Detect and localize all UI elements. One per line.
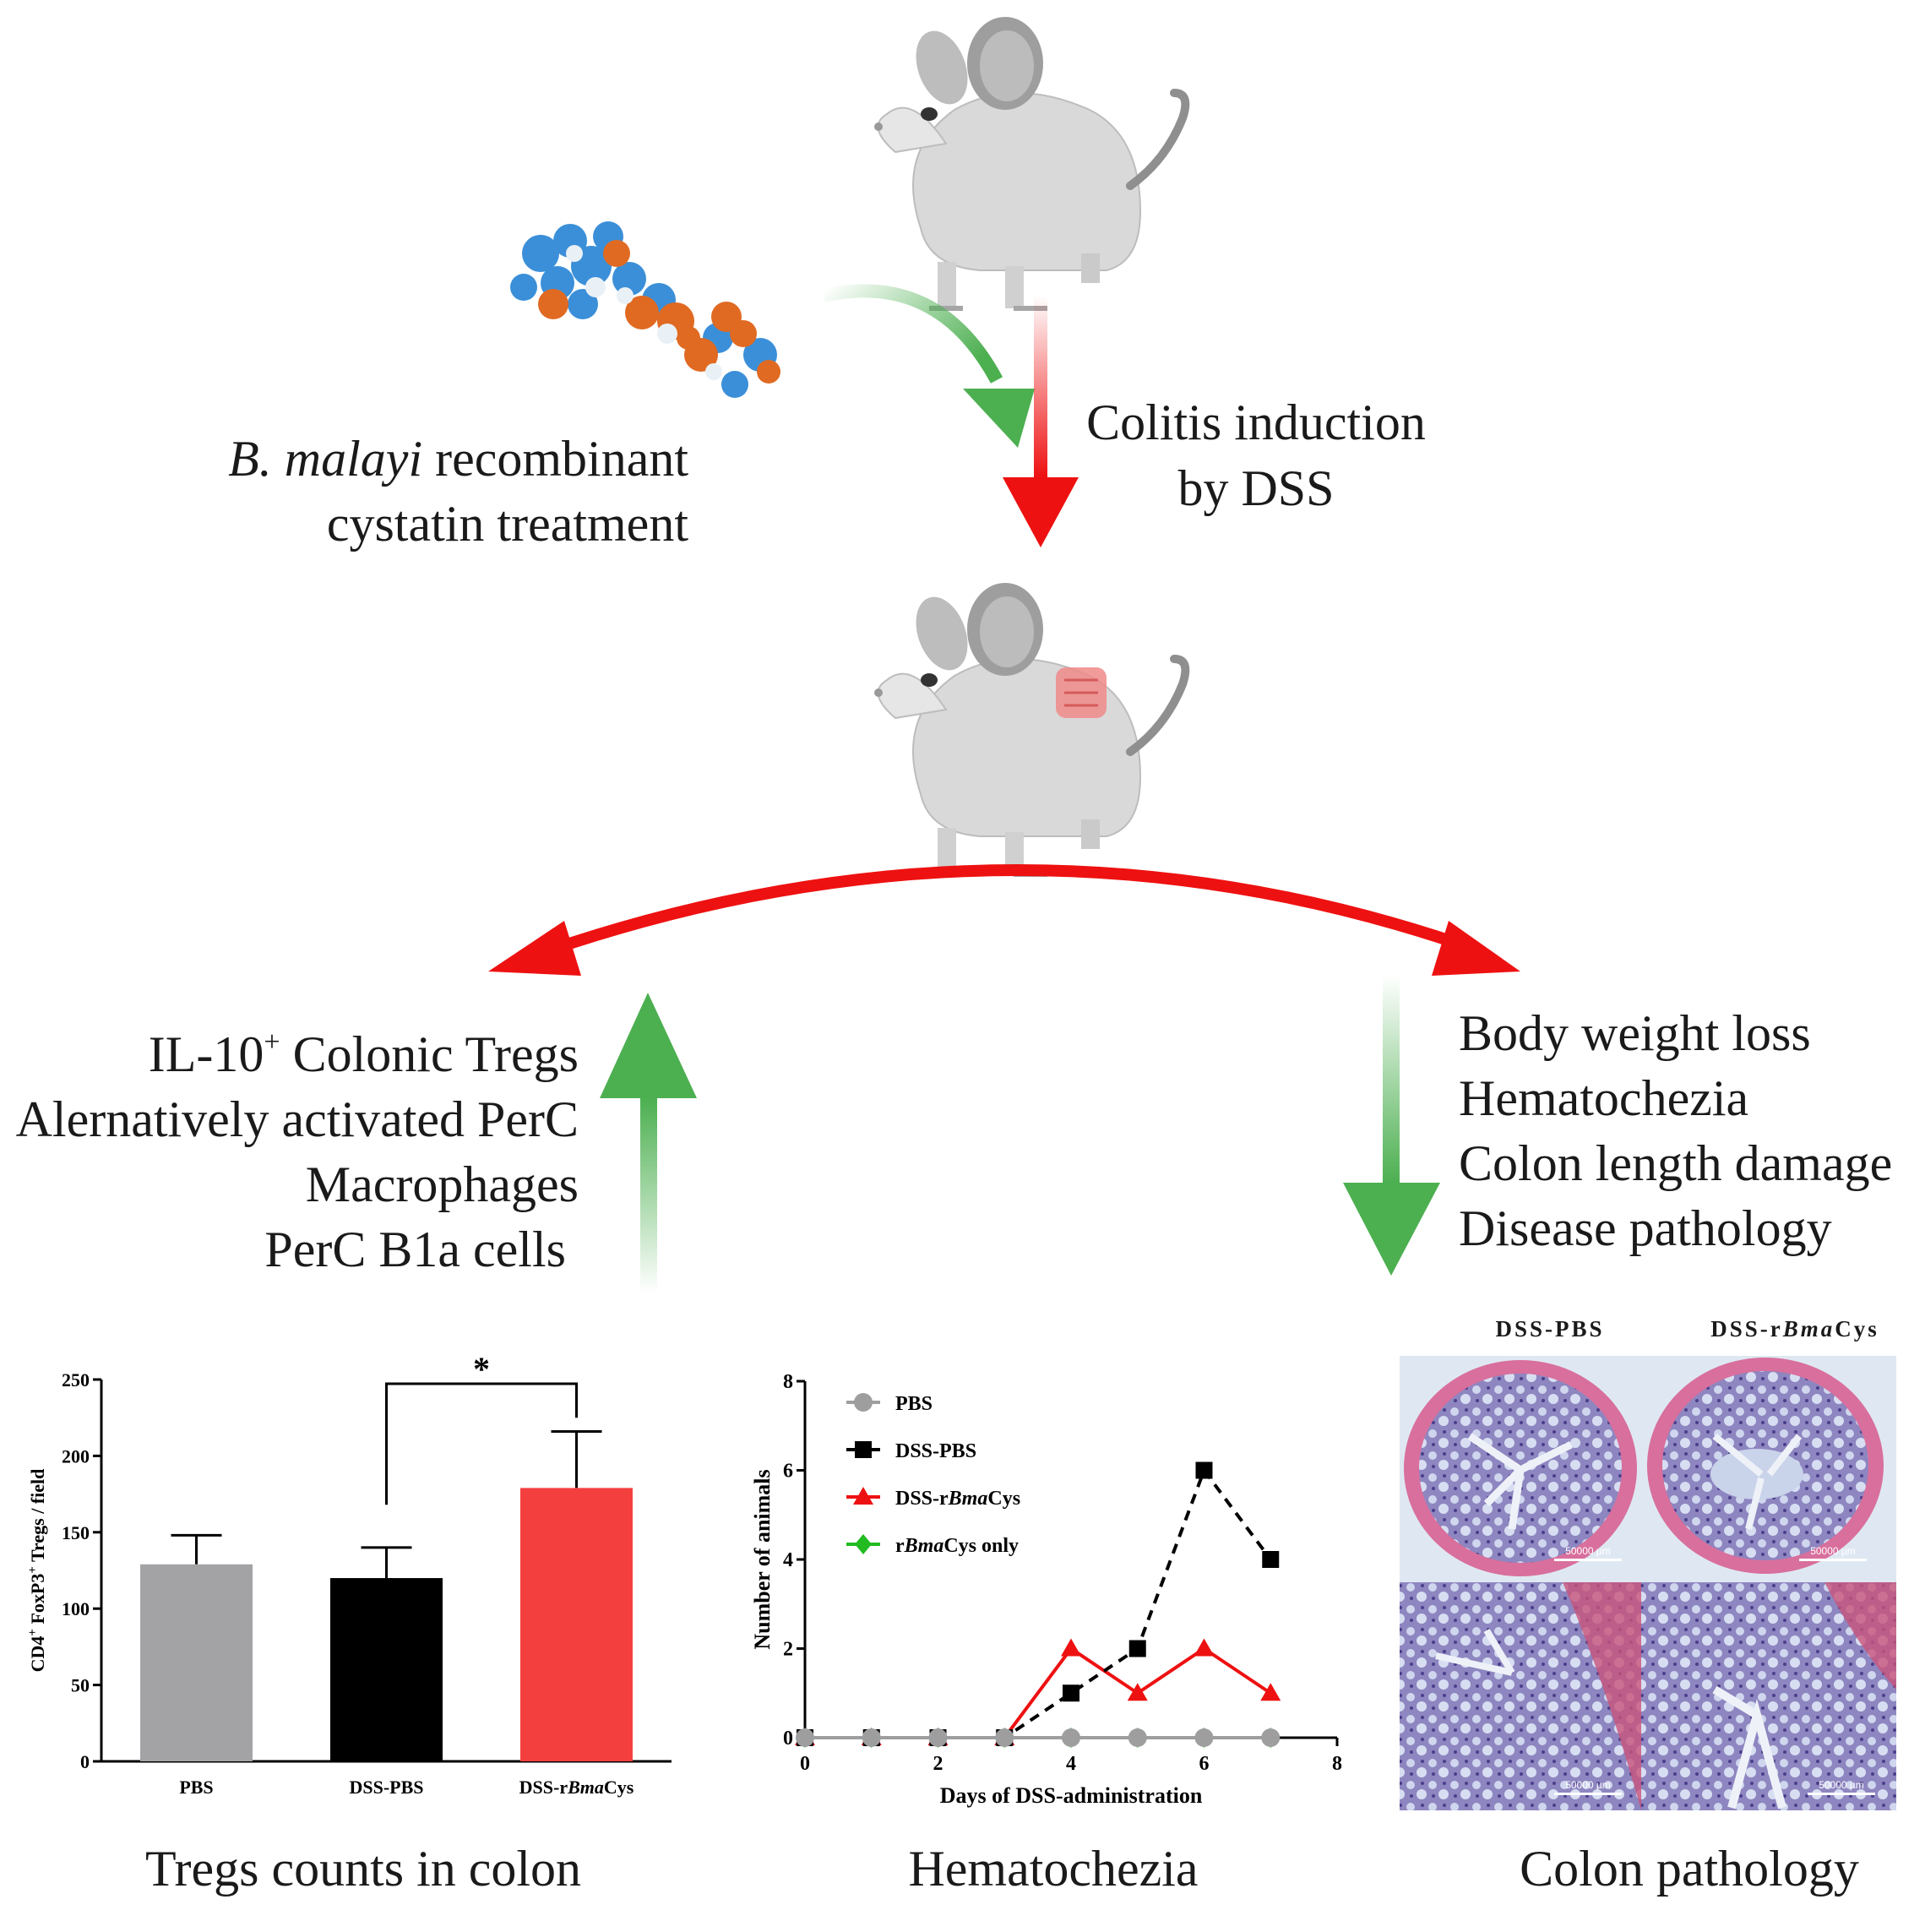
effect-b1a-cells: PerC B1a cells: [264, 1222, 566, 1277]
data-point: [855, 1534, 872, 1554]
data-point: [1262, 1551, 1280, 1568]
significance-bracket: [385, 1382, 578, 1505]
x-tick-label: DSS-rBmaCys: [519, 1777, 634, 1798]
data-point: [1128, 1640, 1146, 1657]
increase-arrow: [600, 993, 697, 1293]
histology-image-bmacys-high: 50000 µm: [1641, 1582, 1896, 1810]
data-point: [853, 1487, 873, 1505]
outcome-double-arrow: [488, 864, 1520, 976]
y-tick-label: 250: [62, 1369, 90, 1390]
histology-col1-label: DSS-PBS: [1495, 1316, 1604, 1342]
bar: [520, 1488, 633, 1761]
treatment-label: B. malayi recombinant: [228, 431, 688, 487]
legend-label: DSS-PBS: [895, 1440, 976, 1462]
data-point: [995, 1728, 1014, 1747]
scale-bar-label: 50000 µm: [1810, 1545, 1856, 1557]
y-tick-label: 2: [783, 1639, 793, 1661]
y-tick-label: 0: [80, 1751, 90, 1772]
y-axis-label: CD4+ FoxP3+ Tregs / field: [26, 1469, 48, 1673]
series-line: [805, 1646, 1272, 1739]
y-tick-label: 200: [62, 1445, 90, 1467]
legend-label: rBmaCys only: [895, 1535, 1019, 1557]
data-point: [1128, 1728, 1147, 1747]
y-tick-label: 100: [62, 1598, 90, 1619]
x-tick-label: DSS-PBS: [349, 1777, 423, 1798]
effect-hematochezia: Hematochezia: [1459, 1070, 1748, 1126]
histology-image-dss-pbs-low: 50000 µm: [1400, 1356, 1641, 1582]
significance-label: *: [473, 1350, 490, 1388]
healthy-mouse-illustration: [874, 17, 1185, 308]
effect-il10-tregs: IL-10+ Colonic Tregs: [149, 1026, 579, 1082]
induction-label: Colitis induction: [1086, 395, 1426, 450]
caption-tregs: Tregs counts in colon: [145, 1841, 581, 1897]
decrease-arrow: [1343, 976, 1440, 1276]
scale-bar-label: 50000 µm: [1819, 1779, 1864, 1791]
caption-hematochezia: Hematochezia: [908, 1841, 1198, 1897]
data-point: [928, 1728, 948, 1747]
data-point: [1261, 1728, 1281, 1747]
data-point: [855, 1441, 872, 1458]
data-point: [862, 1728, 881, 1747]
colitis-mouse-illustration: [874, 583, 1185, 874]
effect-macrophages: Alernatively activated PerC: [16, 1091, 579, 1147]
upregulated-effects-list: IL-10+ Colonic Tregs Alernatively activa…: [16, 1026, 579, 1277]
colitis-induction-arrow: [1003, 296, 1079, 547]
data-point: [1063, 1684, 1079, 1702]
y-tick-label: 150: [62, 1522, 90, 1543]
effect-macrophages-line2: Macrophages: [306, 1156, 579, 1212]
data-point: [1127, 1683, 1148, 1701]
data-point: [1194, 1728, 1214, 1747]
x-tick-label: 0: [800, 1753, 810, 1775]
histology-image-bmacys-low: 50000 µm: [1641, 1356, 1896, 1582]
inflamed-colon-icon: [1056, 667, 1107, 718]
histology-image-dss-pbs-high: 50000 µm: [1400, 1582, 1641, 1810]
induction-label-line2: by DSS: [1177, 460, 1334, 516]
legend-label: PBS: [895, 1393, 933, 1415]
y-tick-label: 0: [783, 1728, 793, 1750]
treatment-curved-arrow: [822, 284, 1035, 448]
cystatin-protein-structure: [510, 221, 780, 398]
y-tick-label: 6: [783, 1461, 793, 1483]
effect-weight-loss: Body weight loss: [1459, 1005, 1811, 1061]
x-tick-label: PBS: [179, 1777, 213, 1798]
data-point: [1061, 1638, 1081, 1657]
histology-col2-label: DSS-rBmaCys: [1710, 1316, 1879, 1342]
effect-colon-length: Colon length damage: [1459, 1135, 1892, 1191]
downregulated-effects-list: Body weight loss Hematochezia Colon leng…: [1459, 1005, 1892, 1256]
x-axis-label: Days of DSS-administration: [940, 1783, 1203, 1808]
y-tick-label: 8: [783, 1371, 793, 1393]
scale-bar-label: 50000 µm: [1565, 1779, 1611, 1791]
legend-label: DSS-rBmaCys: [895, 1488, 1020, 1510]
bar: [140, 1564, 253, 1761]
data-point: [1062, 1728, 1080, 1747]
series-line: [805, 1467, 1272, 1739]
x-tick-label: 4: [1066, 1753, 1076, 1775]
data-point: [1195, 1461, 1213, 1479]
scale-bar-label: 50000 µm: [1565, 1545, 1611, 1557]
data-point: [1260, 1683, 1281, 1701]
data-point: [796, 1728, 814, 1747]
x-tick-label: 6: [1199, 1753, 1210, 1775]
y-tick-label: 4: [783, 1549, 793, 1571]
data-point: [1194, 1638, 1215, 1657]
colon-histology-panel: DSS-PBS DSS-rBmaCys 50000 µm 50000 µm 50…: [1400, 1316, 1896, 1810]
treatment-label-line2: cystatin treatment: [327, 496, 689, 552]
x-tick-label: 8: [1332, 1753, 1342, 1775]
y-tick-label: 50: [71, 1675, 90, 1696]
x-tick-label: 2: [933, 1753, 943, 1775]
data-point: [854, 1393, 873, 1412]
bar: [330, 1578, 443, 1761]
effect-pathology: Disease pathology: [1459, 1200, 1832, 1256]
caption-colon-pathology: Colon pathology: [1520, 1841, 1859, 1897]
y-axis-label: Number of animals: [750, 1469, 775, 1649]
